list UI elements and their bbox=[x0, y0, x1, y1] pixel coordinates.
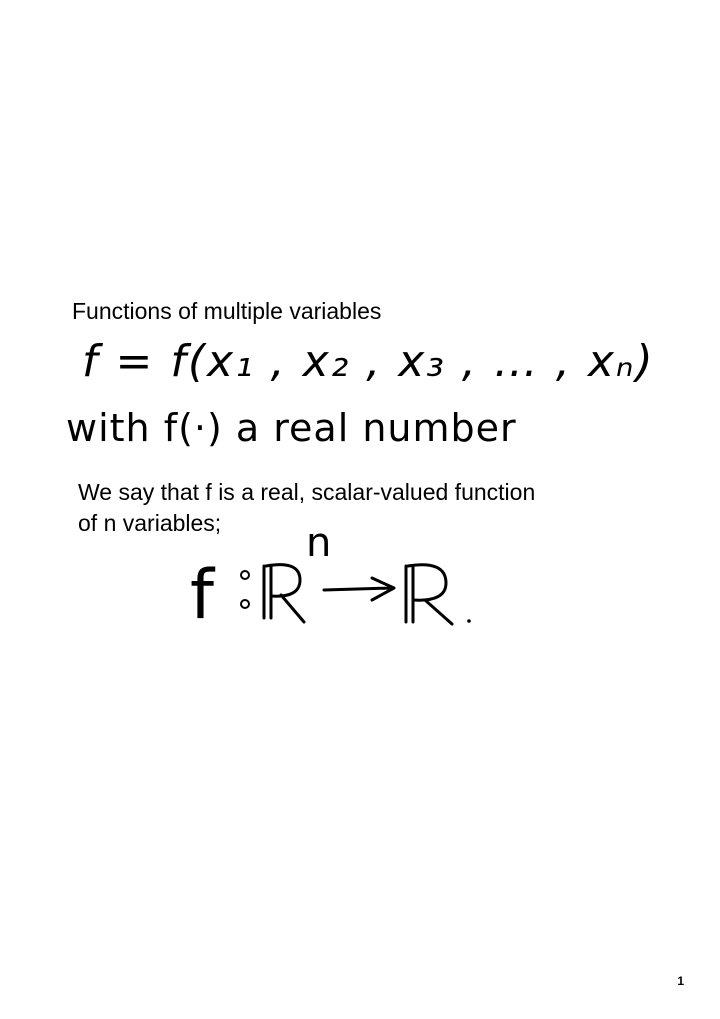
codomain-set-symbol bbox=[404, 563, 454, 626]
domain-set-label: R bbox=[0, 0, 1, 1]
colon-dot-bottom bbox=[240, 599, 250, 609]
heading: Functions of multiple variables bbox=[72, 298, 382, 324]
handwritten-note: with f(·) a real number bbox=[66, 406, 517, 450]
period-mark bbox=[467, 619, 471, 623]
page-number: 1 bbox=[677, 974, 684, 988]
domain-set-symbol bbox=[262, 563, 306, 624]
handwritten-equation: f = f(x₁ , x₂ , x₃ , … , xₙ) bbox=[82, 336, 655, 387]
domain-exponent: n bbox=[306, 520, 331, 566]
paragraph-line-1: We say that f is a real, scalar-valued f… bbox=[78, 479, 536, 505]
arrow-icon bbox=[322, 576, 396, 602]
codomain-set-label: R bbox=[0, 0, 1, 1]
colon-dot-top bbox=[240, 570, 250, 580]
paragraph-line-2: of n variables; bbox=[78, 510, 222, 536]
mapping-function-name: f bbox=[190, 556, 216, 635]
